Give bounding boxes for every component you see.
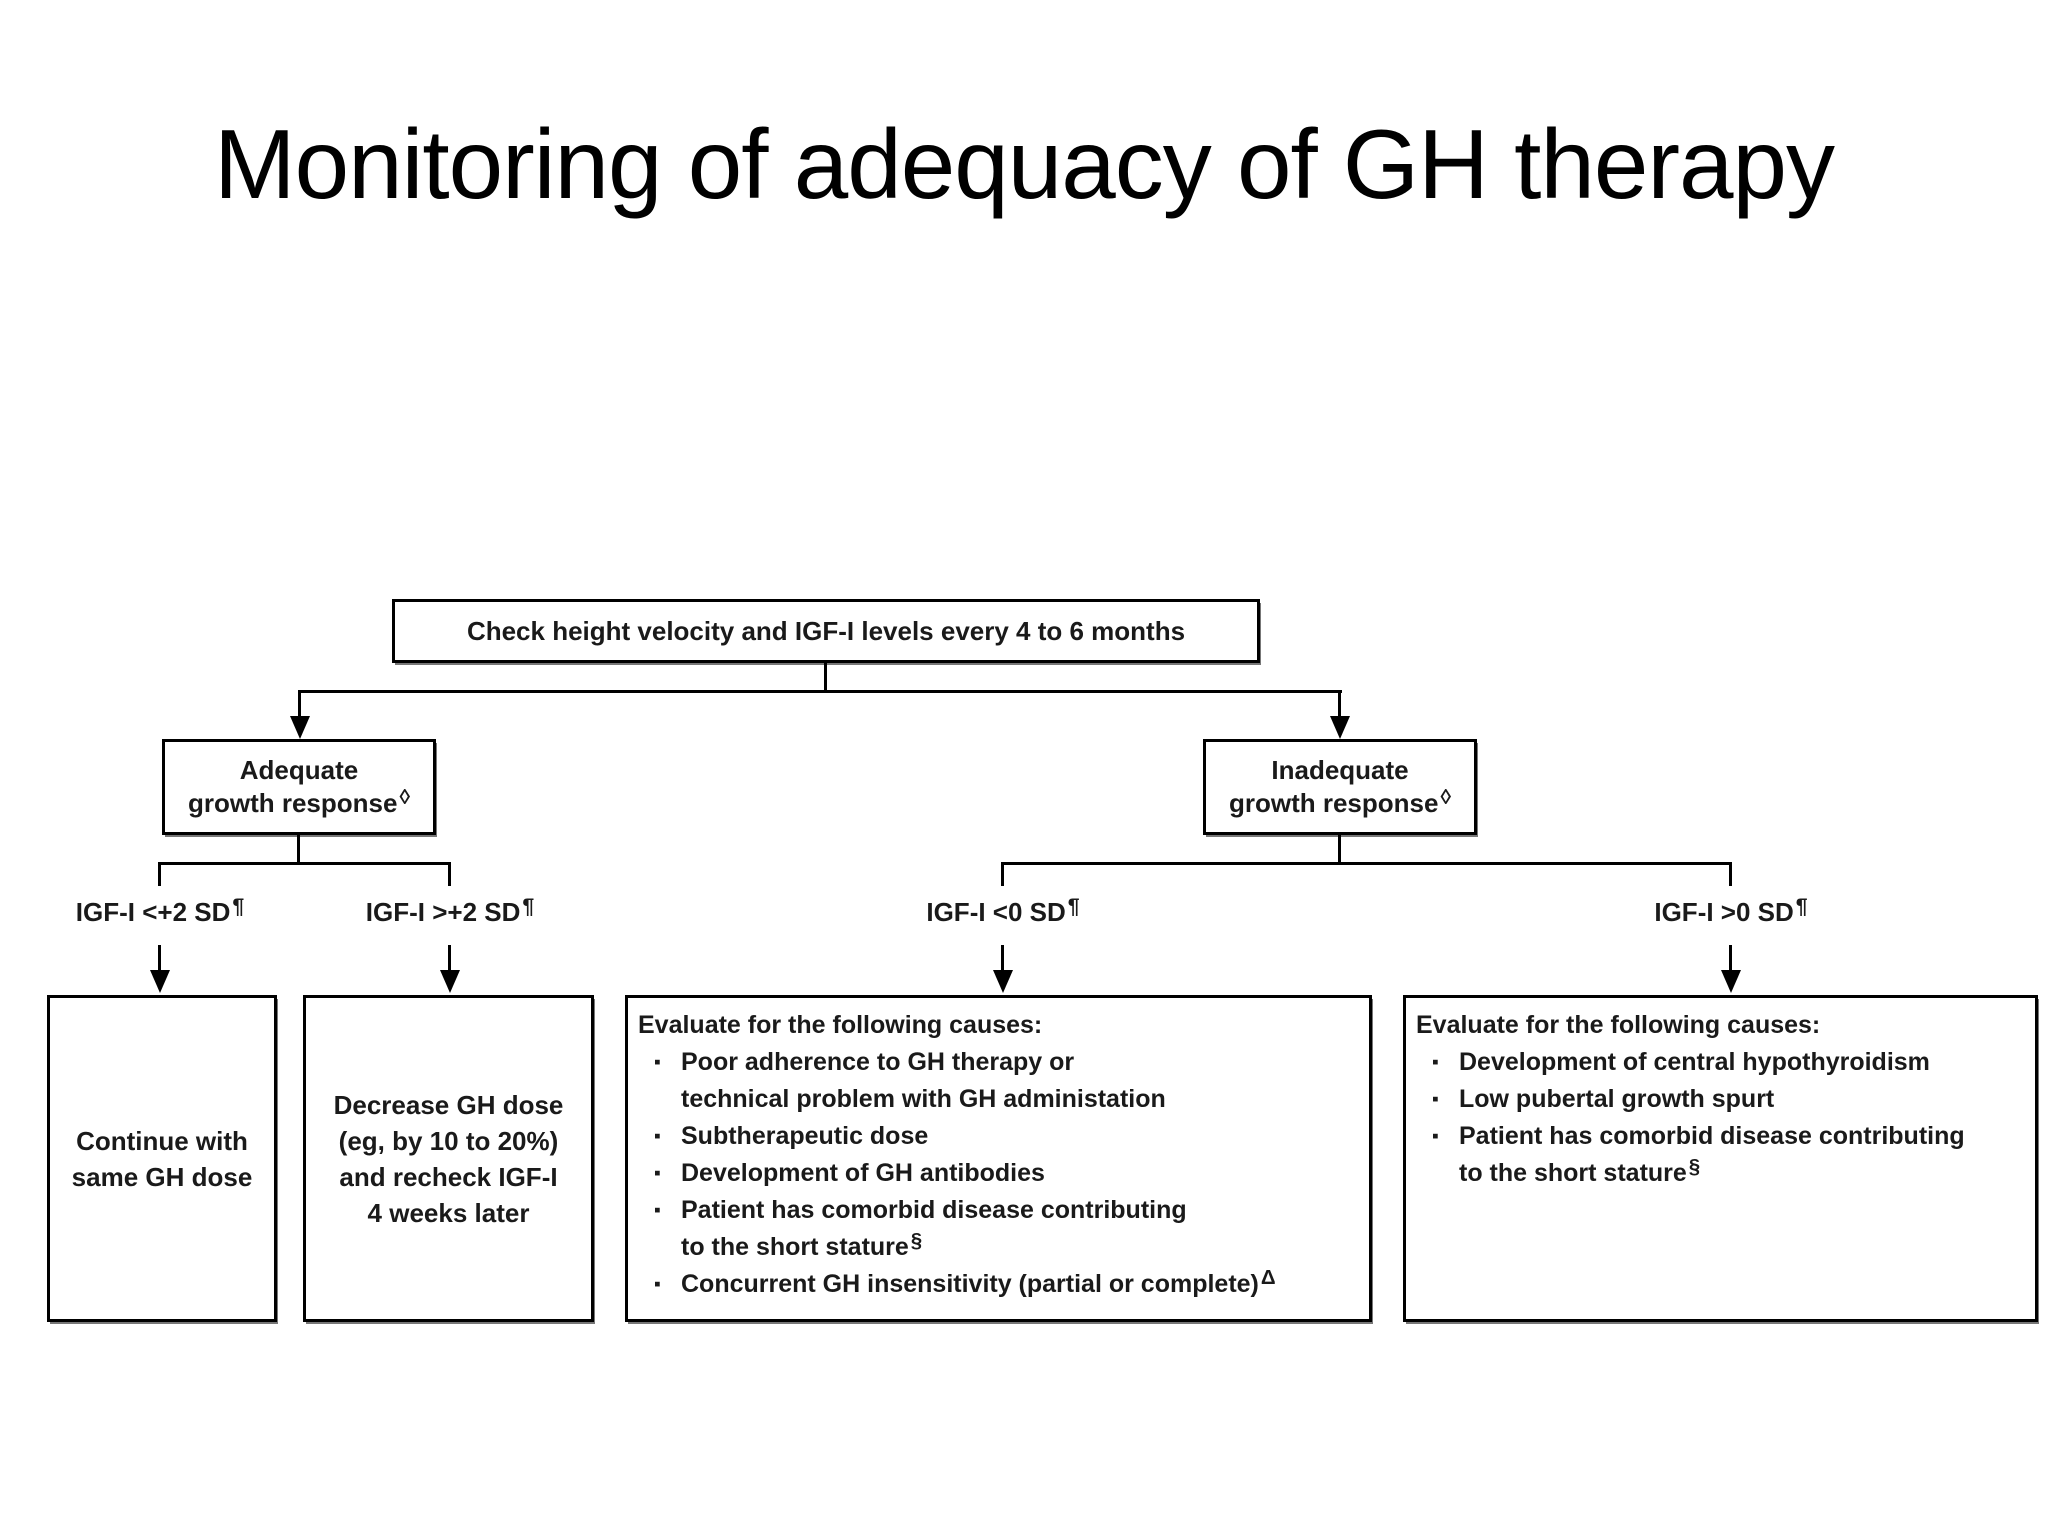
footnote-section-icon: § [1688, 1155, 1701, 1179]
connector-inadequate-stem [1338, 690, 1341, 718]
square-bullet-icon: ▪ [1432, 1126, 1439, 1147]
root-box-text: Check height velocity and IGF-I levels e… [466, 615, 1186, 646]
arrow-down-icon [993, 970, 1013, 993]
square-bullet-icon: ▪ [1432, 1052, 1439, 1073]
cause-item: ▪ Low pubertal growth spurt [1416, 1081, 2025, 1118]
cause-item: ▪ Patient has comorbid disease contribut… [638, 1192, 1359, 1266]
connector-arrow-stem [448, 945, 451, 971]
square-bullet-icon: ▪ [654, 1274, 661, 1295]
connector-stub [448, 862, 451, 886]
cause-item: ▪ Concurrent GH insensitivity (partial o… [638, 1266, 1359, 1303]
footnote-pilcrow-icon: ¶ [522, 893, 535, 918]
connector-inadequate-split [1001, 862, 1732, 865]
inadequate-line1: Inadequate [1271, 755, 1409, 785]
arrow-down-icon [150, 970, 170, 993]
arrow-down-icon [1721, 970, 1741, 993]
inadequate-growth-response-box: Inadequate growth response◊ [1203, 739, 1477, 835]
arrow-down-icon [440, 970, 460, 993]
outcome-decrease-dose-box: Decrease GH dose (eg, by 10 to 20%) and … [303, 995, 594, 1322]
connector-stub [158, 862, 161, 886]
footnote-pilcrow-icon: ¶ [1795, 893, 1808, 918]
flowchart-root-box: Check height velocity and IGF-I levels e… [392, 599, 1260, 663]
label-igf-lt-plus2sd: IGF-I <+2 SD¶ [75, 893, 245, 927]
connector-adequate-down [297, 835, 300, 862]
decrease-text: Decrease GH dose (eg, by 10 to 20%) and … [333, 1089, 564, 1228]
connector-level1-branch [298, 690, 1342, 693]
outcome-evaluate-igf-low-box: Evaluate for the following causes: ▪ Poo… [625, 995, 1372, 1322]
page-title: Monitoring of adequacy of GH therapy [213, 109, 1835, 219]
square-bullet-icon: ▪ [654, 1200, 661, 1221]
square-bullet-icon: ▪ [1432, 1089, 1439, 1110]
footnote-diamond-icon: ◊ [399, 784, 411, 809]
connector-stub [1001, 862, 1004, 886]
continue-text: Continue with same GH dose [71, 1125, 253, 1192]
footnote-diamond-icon: ◊ [1440, 784, 1452, 809]
footnote-delta-icon: Δ [1260, 1266, 1276, 1290]
connector-stub [1729, 862, 1732, 886]
connector-arrow-stem [1729, 945, 1732, 971]
connector-inadequate-down [1338, 835, 1341, 862]
cause-item: ▪ Patient has comorbid disease contribut… [1416, 1118, 2025, 1192]
label-igf-gt-0sd: IGF-I >0 SD¶ [1654, 893, 1808, 927]
connector-arrow-stem [1001, 945, 1004, 971]
cause-item: ▪ Development of GH antibodies [638, 1155, 1359, 1192]
cause-item: ▪ Development of central hypothyroidism [1416, 1044, 2025, 1081]
square-bullet-icon: ▪ [654, 1163, 661, 1184]
label-igf-gt-plus2sd: IGF-I >+2 SD¶ [365, 893, 535, 927]
square-bullet-icon: ▪ [654, 1126, 661, 1147]
footnote-section-icon: § [910, 1229, 923, 1253]
label-igf-lt-0sd: IGF-I <0 SD¶ [926, 893, 1080, 927]
adequate-growth-response-box: Adequate growth response◊ [162, 739, 436, 835]
causes-header: Evaluate for the following causes: [1416, 1011, 1821, 1039]
outcome-continue-same-dose-box: Continue with same GH dose [47, 995, 277, 1322]
footnote-pilcrow-icon: ¶ [1067, 893, 1080, 918]
connector-adequate-stem [298, 690, 301, 718]
adequate-line1: Adequate [239, 755, 359, 785]
connector-arrow-stem [158, 945, 161, 971]
outcome-evaluate-igf-high-box: Evaluate for the following causes: ▪ Dev… [1403, 995, 2038, 1322]
connector-adequate-split [158, 862, 451, 865]
footnote-pilcrow-icon: ¶ [232, 893, 245, 918]
arrow-down-icon [290, 716, 310, 739]
arrow-down-icon [1330, 716, 1350, 739]
cause-item: ▪ Poor adherence to GH therapy or techni… [638, 1044, 1359, 1118]
causes-header: Evaluate for the following causes: [638, 1011, 1043, 1039]
inadequate-line2: growth response◊ [1228, 784, 1452, 818]
adequate-line2: growth response◊ [187, 784, 411, 818]
cause-item: ▪ Subtherapeutic dose [638, 1118, 1359, 1155]
connector-root-stem [824, 663, 827, 690]
square-bullet-icon: ▪ [654, 1052, 661, 1073]
